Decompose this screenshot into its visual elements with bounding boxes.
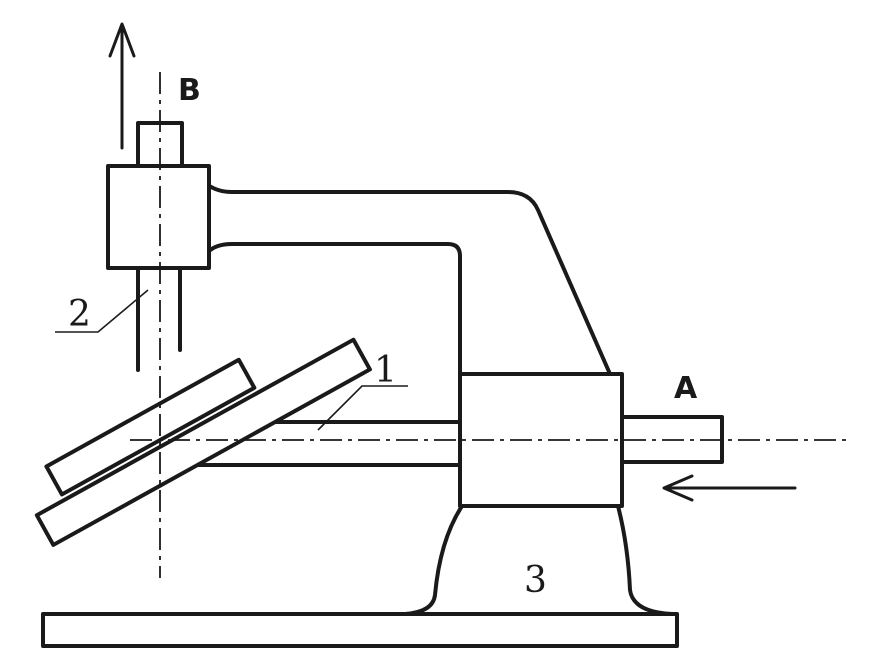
tilted-plate-upper xyxy=(44,357,257,497)
frame-arm-inner xyxy=(206,242,462,376)
vertical-column xyxy=(136,266,182,372)
base-plate xyxy=(41,612,679,648)
leader-line-2 xyxy=(55,289,149,333)
arrow-left-icon xyxy=(662,474,797,502)
tilted-plate-lower xyxy=(34,337,372,547)
label-axis-a: A xyxy=(674,371,698,406)
frame-arm-outer xyxy=(206,183,612,376)
upper-block xyxy=(106,164,211,270)
leader-line-1 xyxy=(317,385,408,431)
pedestal-body xyxy=(403,504,674,616)
label-part-2: 2 xyxy=(68,294,91,335)
label-part-3: 3 xyxy=(524,560,547,601)
arrow-up-icon xyxy=(108,22,136,150)
label-part-1: 1 xyxy=(374,350,397,391)
label-axis-b: B xyxy=(178,73,201,108)
